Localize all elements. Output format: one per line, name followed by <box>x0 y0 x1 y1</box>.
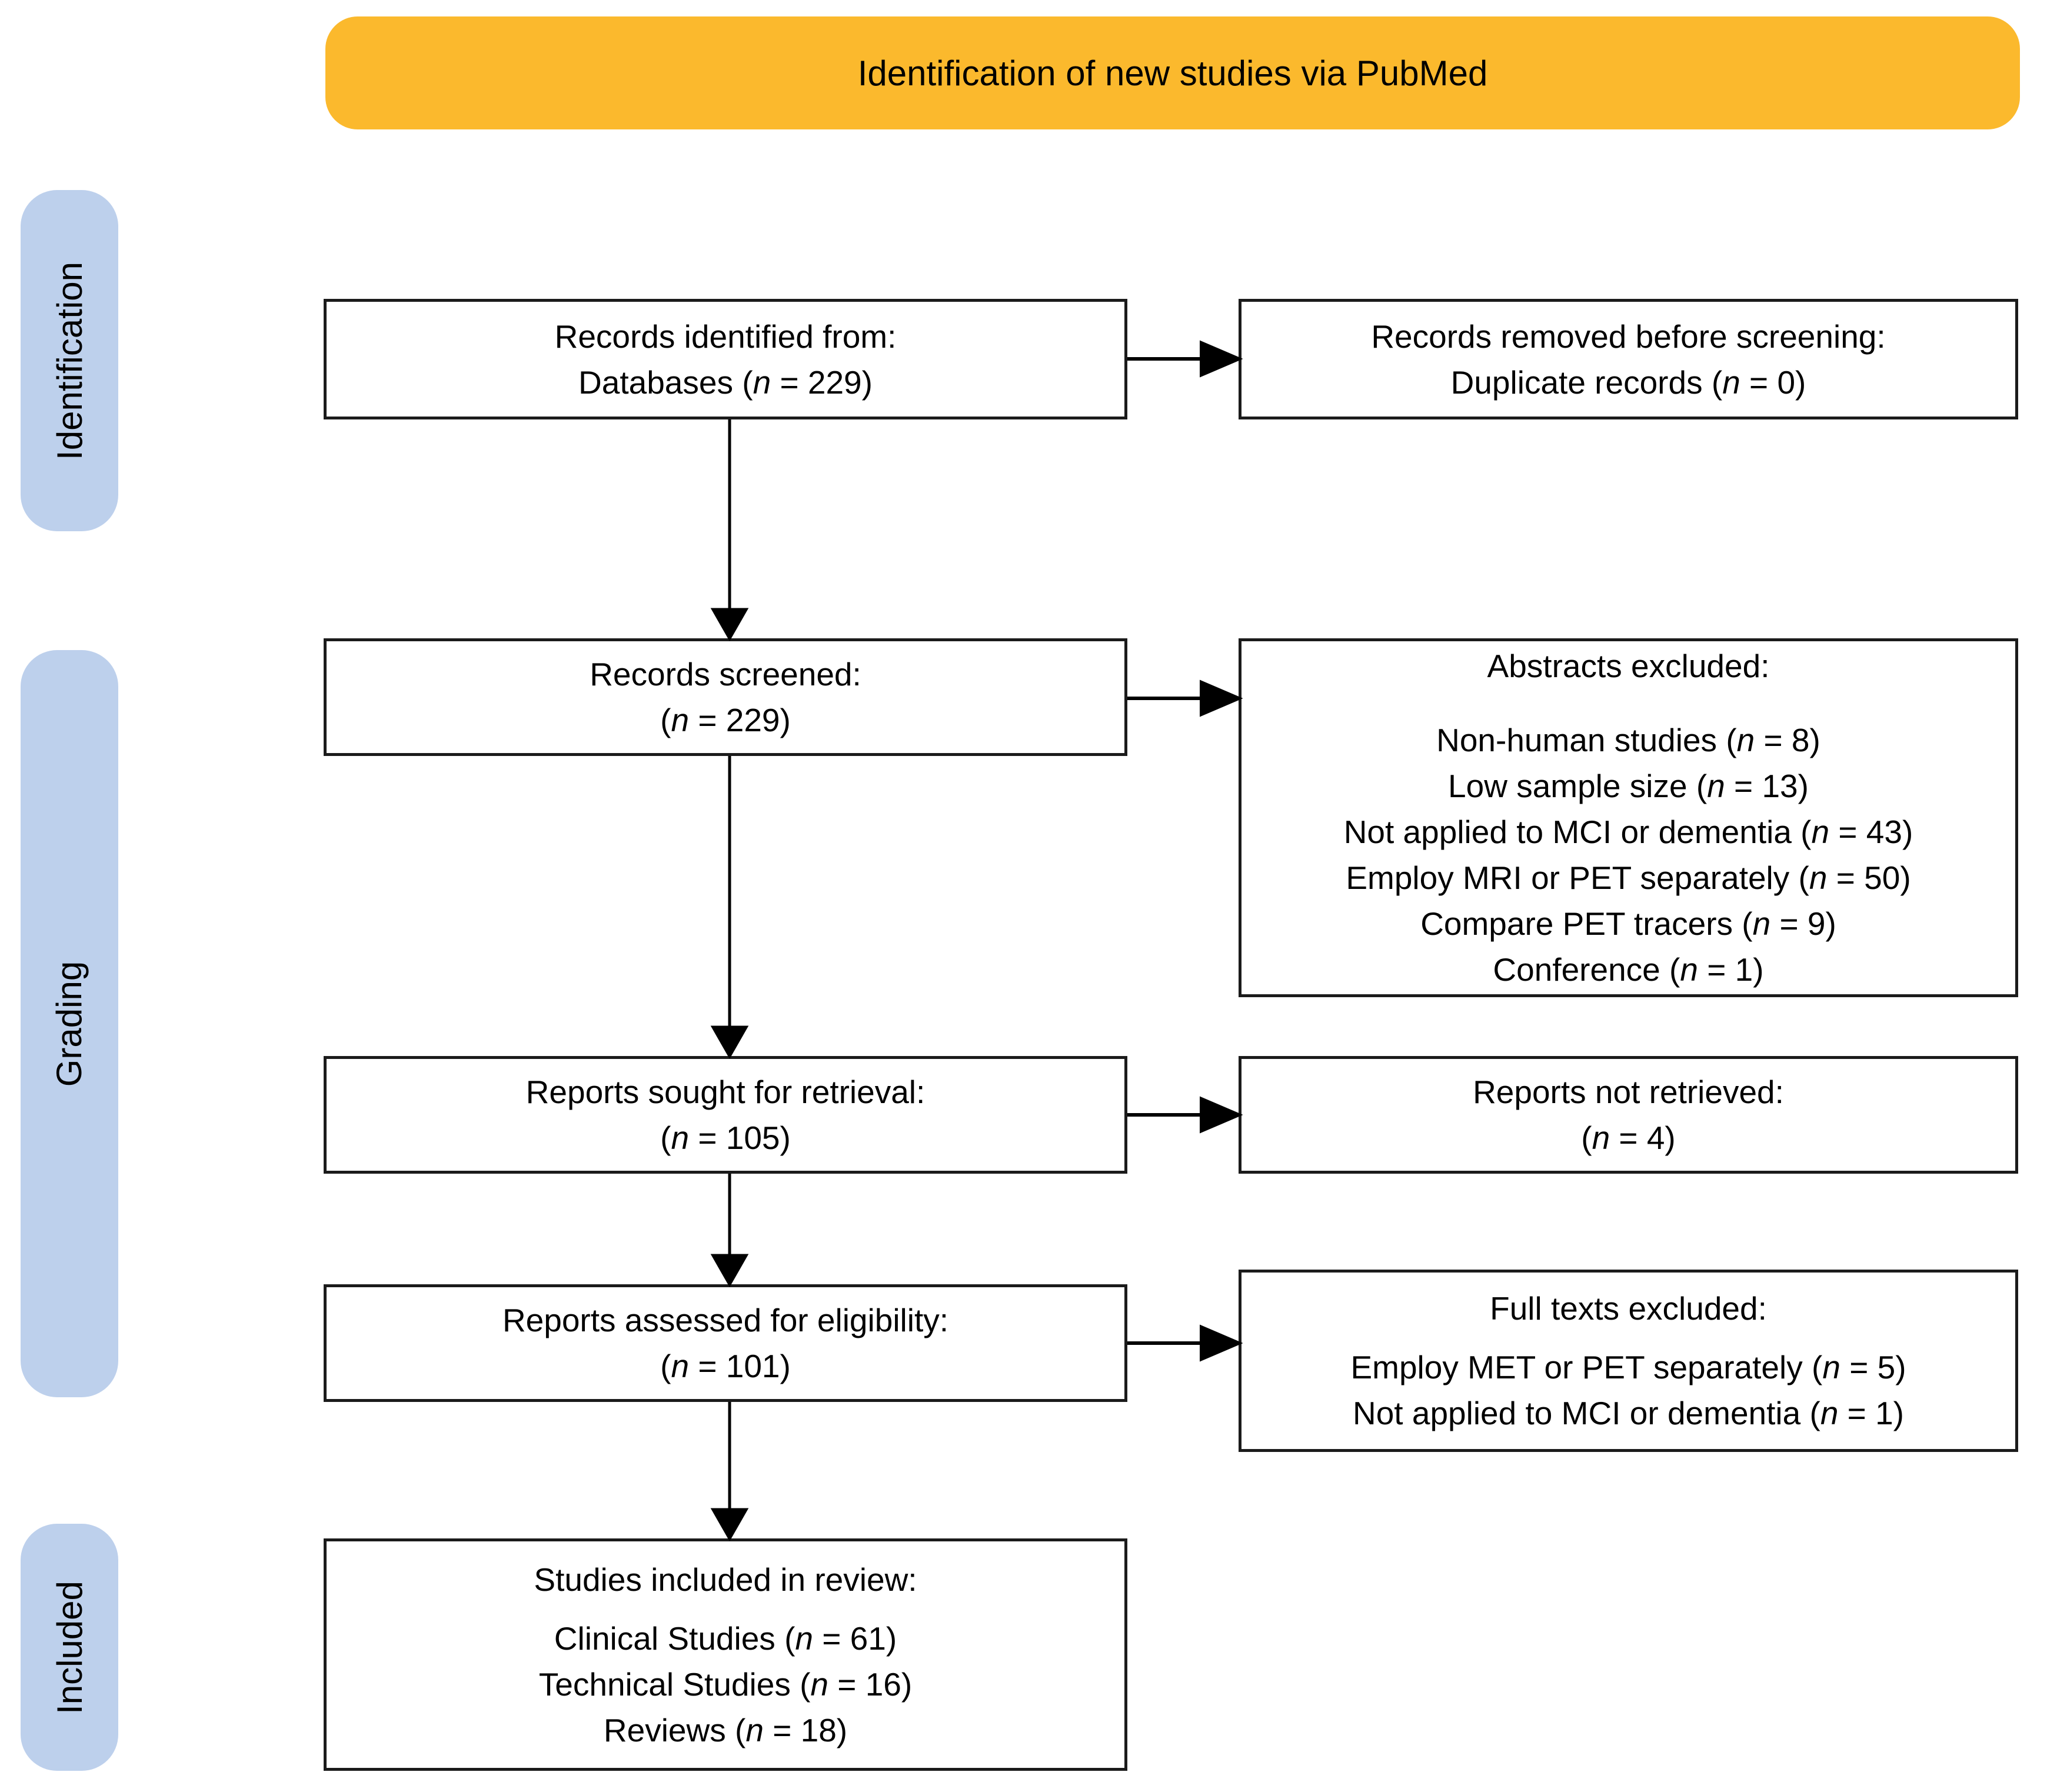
arrowhead-sought-to-not-retrieved <box>1200 1096 1243 1134</box>
box-text-line: Reports sought for retrieval: <box>525 1074 926 1110</box>
arrowhead-identified-to-removed <box>1200 340 1243 378</box>
box-text-line: Records identified from: <box>554 318 897 355</box>
box-text-line: Not applied to MCI or dementia (n = 43) <box>1343 814 1913 850</box>
box-text-line: (n = 105) <box>660 1120 791 1156</box>
box-text-line: Records screened: <box>590 656 861 692</box>
diagram-title: Identification of new studies via PubMed <box>857 53 1488 93</box>
arrowhead-assessed-to-ft-excluded <box>1200 1324 1243 1362</box>
box-text-line: Employ MRI or PET separately (n = 50) <box>1346 860 1911 896</box>
box-text-line: Reviews (n = 18) <box>603 1711 848 1748</box>
box-reports-sought: Reports sought for retrieval: (n = 105) <box>324 1056 1127 1174</box>
box-studies-included-items: Clinical Studies (n = 61) Technical Studi… <box>539 1616 912 1753</box>
arrowhead-identified-to-screened <box>710 608 749 642</box>
box-records-screened: Records screened: (n = 229) <box>324 638 1127 756</box>
arrowhead-screened-to-excluded <box>1200 680 1243 717</box>
stage-label-grading: Grading <box>21 650 118 1397</box>
box-reports-not-retrieved: Reports not retrieved: (n = 4) <box>1239 1056 2018 1174</box>
box-records-removed: Records removed before screening: Duplica… <box>1239 299 2018 419</box>
stage-label-identification-text: Identification <box>49 261 89 460</box>
box-text-line: (n = 229) <box>660 702 791 738</box>
box-studies-included-title: Studies included in review: <box>534 1561 917 1598</box>
stage-label-included-text: Included <box>49 1580 89 1714</box>
box-fulltexts-excluded: Full texts excluded: Employ MET or PET s… <box>1239 1270 2018 1452</box>
box-text-line: Conference (n = 1) <box>1493 951 1764 988</box>
box-text-line: Non-human studies (n = 8) <box>1436 722 1820 758</box>
box-abstracts-excluded-items: Non-human studies (n = 8) Low sample size… <box>1344 717 1913 992</box>
box-abstracts-excluded: Abstracts excluded: Non-human studies (n… <box>1239 638 2018 997</box>
stage-label-identification: Identification <box>21 190 118 531</box>
box-text-line: Reports not retrieved: <box>1473 1074 1784 1110</box>
box-text-line: Reports assessed for eligibility: <box>502 1302 949 1338</box>
box-text-line: (n = 101) <box>660 1348 791 1384</box>
stage-label-grading-text: Grading <box>49 961 89 1087</box>
box-fulltexts-excluded-title: Full texts excluded: <box>1490 1290 1767 1327</box>
box-text-line: Employ MET or PET separately (n = 5) <box>1350 1349 1906 1385</box>
box-text-line: Records removed before screening: <box>1371 318 1886 355</box>
arrowhead-screened-to-sought <box>710 1025 749 1060</box>
box-text-line: Technical Studies (n = 16) <box>538 1666 913 1703</box>
box-records-identified: Records identified from: Databases (n = 2… <box>324 299 1127 419</box>
box-studies-included: Studies included in review: Clinical Stu… <box>324 1538 1127 1771</box>
box-fulltexts-excluded-items: Employ MET or PET separately (n = 5) Not … <box>1350 1344 1906 1436</box>
box-text-line: Not applied to MCI or dementia (n = 1) <box>1352 1395 1904 1431</box>
box-abstracts-excluded-title: Abstracts excluded: <box>1487 648 1770 684</box>
box-text-line: Clinical Studies (n = 61) <box>554 1620 897 1657</box>
box-text-line: Databases (n = 229) <box>578 364 873 401</box>
arrowhead-sought-to-assessed <box>710 1254 749 1288</box>
stage-label-included: Included <box>21 1524 118 1771</box>
box-text-line: Duplicate records (n = 0) <box>1450 364 1806 401</box>
arrowhead-assessed-to-included <box>710 1508 749 1542</box>
box-text-line: (n = 4) <box>1581 1120 1676 1156</box>
box-text-line: Compare PET tracers (n = 9) <box>1420 905 1836 942</box>
diagram-title-banner: Identification of new studies via PubMed <box>325 16 2020 129</box>
box-reports-assessed: Reports assessed for eligibility: (n = 10… <box>324 1284 1127 1402</box>
box-text-line: Low sample size (n = 13) <box>1448 768 1809 804</box>
